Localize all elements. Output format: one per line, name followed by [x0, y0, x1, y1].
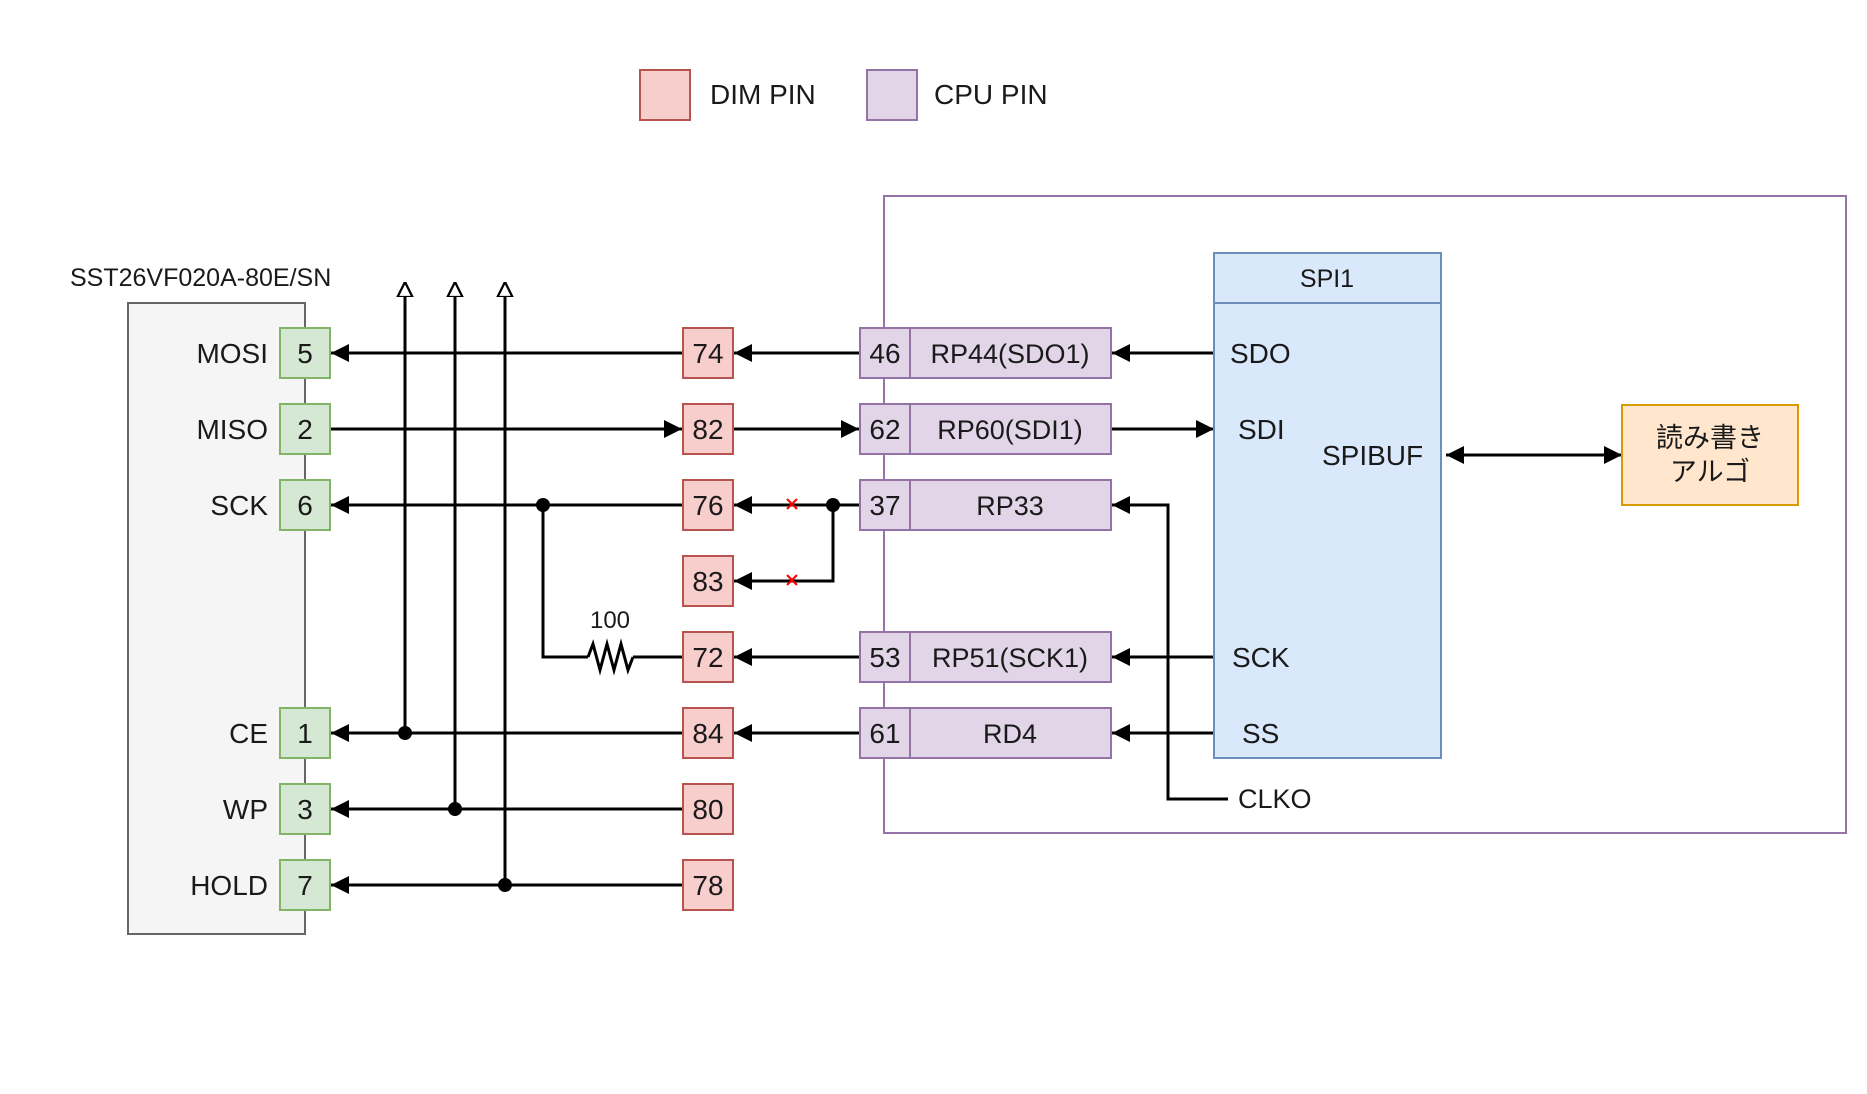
chip-pin-name: MISO: [196, 414, 268, 445]
spi-sck-label: SCK: [1232, 642, 1290, 673]
rw-algo-box: [1621, 404, 1799, 506]
chip-pin-sck: [279, 479, 331, 531]
dim-pin-number: 76: [692, 490, 723, 521]
cpu-pins: 46 RP44(SDO1) 62 RP60(SDI1) 37 RP33 53 RP51(SCK…: [859, 327, 1112, 759]
dim-pin-72: [682, 631, 734, 683]
dim-pin-number: 80: [692, 794, 723, 825]
dim-pin-number: 82: [692, 414, 723, 445]
chip-pin-wp: [279, 783, 331, 835]
rw-algo-block: 読み書き アルゴ: [1621, 404, 1799, 506]
cross-marks: [786, 498, 798, 586]
dim-pin-number: 72: [692, 642, 723, 673]
resistor-100: [586, 638, 635, 676]
chip-pin-name: WP: [223, 794, 268, 825]
dim-pin-76: [682, 479, 734, 531]
chip-pin-miso: [279, 403, 331, 455]
cpu-pin-label-box: [909, 403, 1112, 455]
spi-ss-label: SS: [1242, 718, 1279, 749]
dim-pin-83: [682, 555, 734, 607]
junction-hold: [498, 878, 512, 892]
chip-pin-name: MOSI: [196, 338, 268, 369]
cross-mark-dim83: [786, 574, 798, 586]
spi-spibuf-label: SPIBUF: [1322, 440, 1423, 471]
chip-pin-name: SCK: [210, 490, 268, 521]
junction-cpu37: [826, 498, 840, 512]
dim-pin-number: 78: [692, 870, 723, 901]
cpu-pin-label-box: [909, 707, 1112, 759]
cpu-pin-label: RP60(SDI1): [937, 415, 1083, 445]
legend-dim-label: DIM PIN: [710, 79, 816, 110]
cpu-pin-label: RP44(SDO1): [930, 339, 1089, 369]
junction-ce: [398, 726, 412, 740]
resistor-value-label: 100: [590, 607, 630, 634]
wires: [331, 282, 1622, 894]
chip-pin-number: 1: [297, 718, 313, 749]
cpu-pin-label: RD4: [983, 719, 1037, 749]
wire-clko-to-cpu37: [1112, 496, 1228, 801]
dim-pin-number: 83: [692, 566, 723, 597]
legend-dim-swatch: [639, 69, 691, 121]
cpu-pin-53: [859, 631, 911, 683]
chip-pins: 5 MOSI 2 MISO 6 SCK 1 CE 3 WP 7 HOLD: [190, 327, 331, 911]
cpu-pin-label-box: [909, 479, 1112, 531]
chip-pin-ce: [279, 707, 331, 759]
rw-algo-line1: 読み書き: [1656, 423, 1764, 453]
spi1-body: [1213, 252, 1442, 759]
dim-pin-80: [682, 783, 734, 835]
cpu-pin-label-box: [909, 631, 1112, 683]
cpu-pin-label: RP33: [976, 491, 1044, 521]
chip-body: [127, 302, 306, 935]
wire-cpu37-branch-to-dim83: [734, 505, 835, 590]
legend: DIM PIN CPU PIN: [639, 69, 1048, 121]
dim-pins: 74 82 76 83 72 84 80 78: [682, 327, 734, 911]
cpu-pin-number: 53: [869, 642, 900, 673]
spi-sdi-label: SDI: [1238, 414, 1285, 445]
chip-part-number: SST26VF020A-80E/SN: [70, 264, 331, 292]
cpu-pin-number: 62: [869, 414, 900, 445]
chip-pin-number: 6: [297, 490, 313, 521]
dim-pin-number: 74: [692, 338, 723, 369]
rw-algo-line2: アルゴ: [1670, 457, 1750, 487]
dim-pin-number: 84: [692, 718, 723, 749]
chip-pin-name: HOLD: [190, 870, 268, 901]
chip-pin-number: 2: [297, 414, 313, 445]
spi-sdo-label: SDO: [1230, 338, 1291, 369]
wire-sck-to-resistor: [541, 505, 588, 659]
cpu-pin-label-box: [909, 327, 1112, 379]
flash-chip: SST26VF020A-80E/SN: [70, 264, 331, 935]
dim-pin-82: [682, 403, 734, 455]
cpu-pin-46: [859, 327, 911, 379]
dim-pin-84: [682, 707, 734, 759]
chip-pin-hold: [279, 859, 331, 911]
legend-cpu-swatch: [866, 69, 918, 121]
dim-pin-78: [682, 859, 734, 911]
spi1-block: SPI1 SDO SDI SPIBUF SCK SS: [1213, 252, 1442, 759]
clko-label: CLKO: [1238, 784, 1312, 814]
dim-pin-74: [682, 327, 734, 379]
chip-pin-name: CE: [229, 718, 268, 749]
chip-pin-mosi: [279, 327, 331, 379]
junction-wp: [448, 802, 462, 816]
chip-pin-number: 3: [297, 794, 313, 825]
junction-sck: [536, 498, 550, 512]
cross-mark-dim76: [786, 498, 798, 510]
cpu-pin-label: RP51(SCK1): [932, 643, 1088, 673]
chip-pin-number: 7: [297, 870, 313, 901]
spi1-title: SPI1: [1300, 265, 1354, 293]
junctions: [398, 498, 840, 892]
cpu-pin-number: 46: [869, 338, 900, 369]
chip-pin-number: 5: [297, 338, 313, 369]
legend-cpu-label: CPU PIN: [934, 79, 1048, 110]
cpu-pin-number: 37: [869, 490, 900, 521]
cpu-pin-number: 61: [869, 718, 900, 749]
